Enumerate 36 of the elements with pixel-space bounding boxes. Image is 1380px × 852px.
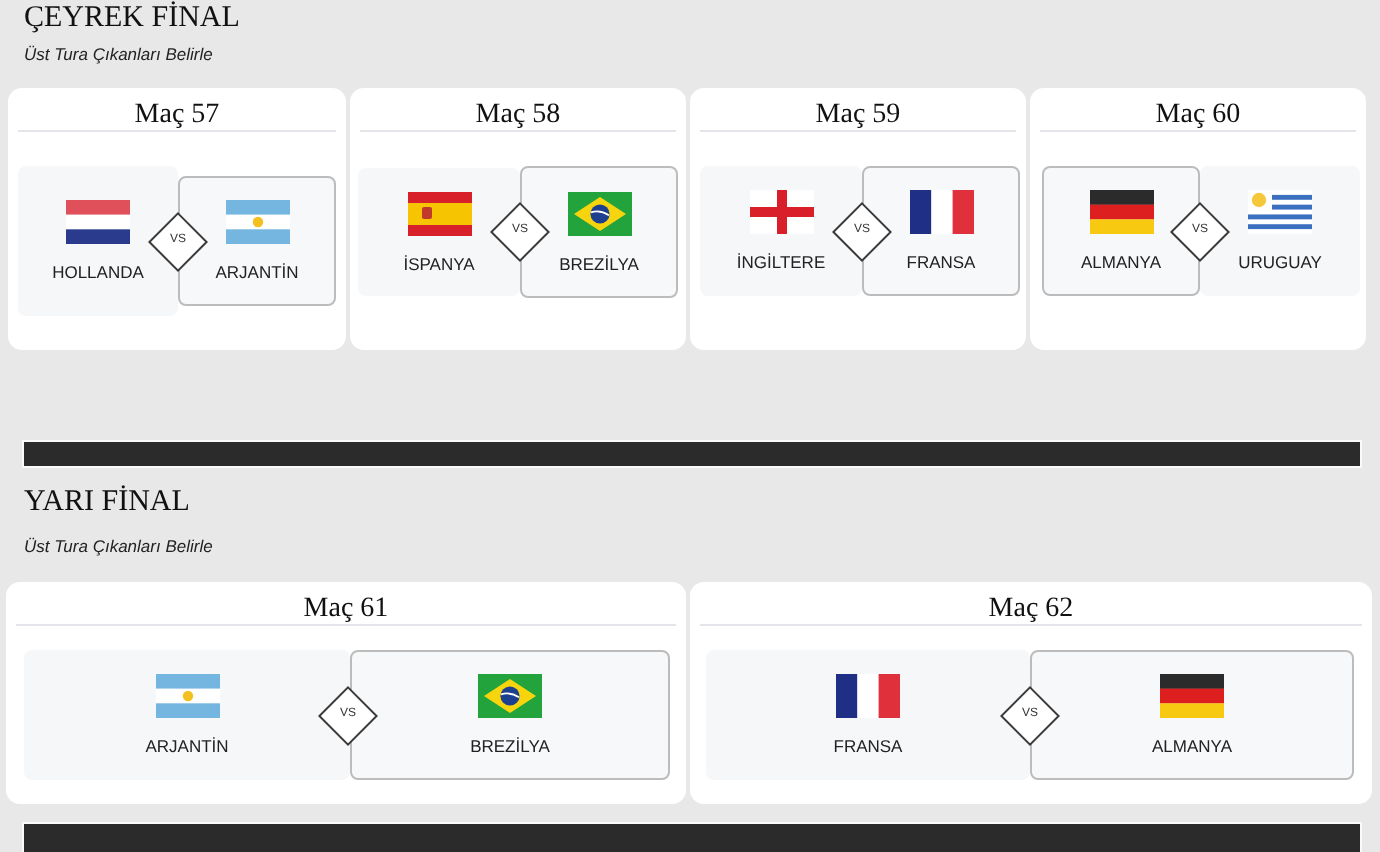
team-name: HOLLANDA (52, 262, 144, 282)
vs-diamond (148, 212, 208, 272)
team-name: FRANSA (906, 252, 976, 272)
team-name: ALMANYA (1152, 736, 1232, 756)
match-title: Maç 58 (475, 100, 561, 130)
match-title: Maç 61 (303, 594, 389, 624)
match-card (690, 582, 1372, 804)
section-heading: ÇEYREK FİNAL (24, 2, 240, 36)
vs-diamond (1000, 686, 1060, 746)
team-name: BREZİLYA (470, 736, 550, 756)
team-name: İSPANYA (403, 253, 475, 273)
match-card (8, 88, 346, 350)
team-name: ALMANYA (1081, 252, 1161, 272)
team-name: ARJANTİN (215, 262, 299, 282)
vs-diamond (490, 202, 550, 262)
team-name: İNGİLTERE (736, 252, 826, 272)
divider-bar (22, 440, 1362, 468)
team-name: FRANSA (833, 736, 903, 756)
match-title: Maç 60 (1155, 100, 1241, 130)
match-title: Maç 62 (988, 594, 1074, 624)
vs-diamond (318, 686, 378, 746)
section-subtitle: Üst Tura Çıkanları Belirle (24, 536, 213, 556)
match-card (350, 88, 686, 350)
section-subtitle: Üst Tura Çıkanları Belirle (24, 44, 213, 64)
team-name: BREZİLYA (559, 253, 639, 273)
section-heading: YARI FİNAL (24, 486, 190, 520)
vs-diamond (1170, 202, 1230, 262)
vs-diamond (832, 202, 892, 262)
match-title: Maç 59 (815, 100, 901, 130)
team-name: URUGUAY (1238, 252, 1322, 272)
team-name: ARJANTİN (145, 736, 229, 756)
match-title: Maç 57 (134, 100, 220, 130)
match-card (690, 88, 1026, 350)
divider-bar (22, 822, 1362, 852)
match-card (1030, 88, 1366, 350)
match-card (6, 582, 686, 804)
